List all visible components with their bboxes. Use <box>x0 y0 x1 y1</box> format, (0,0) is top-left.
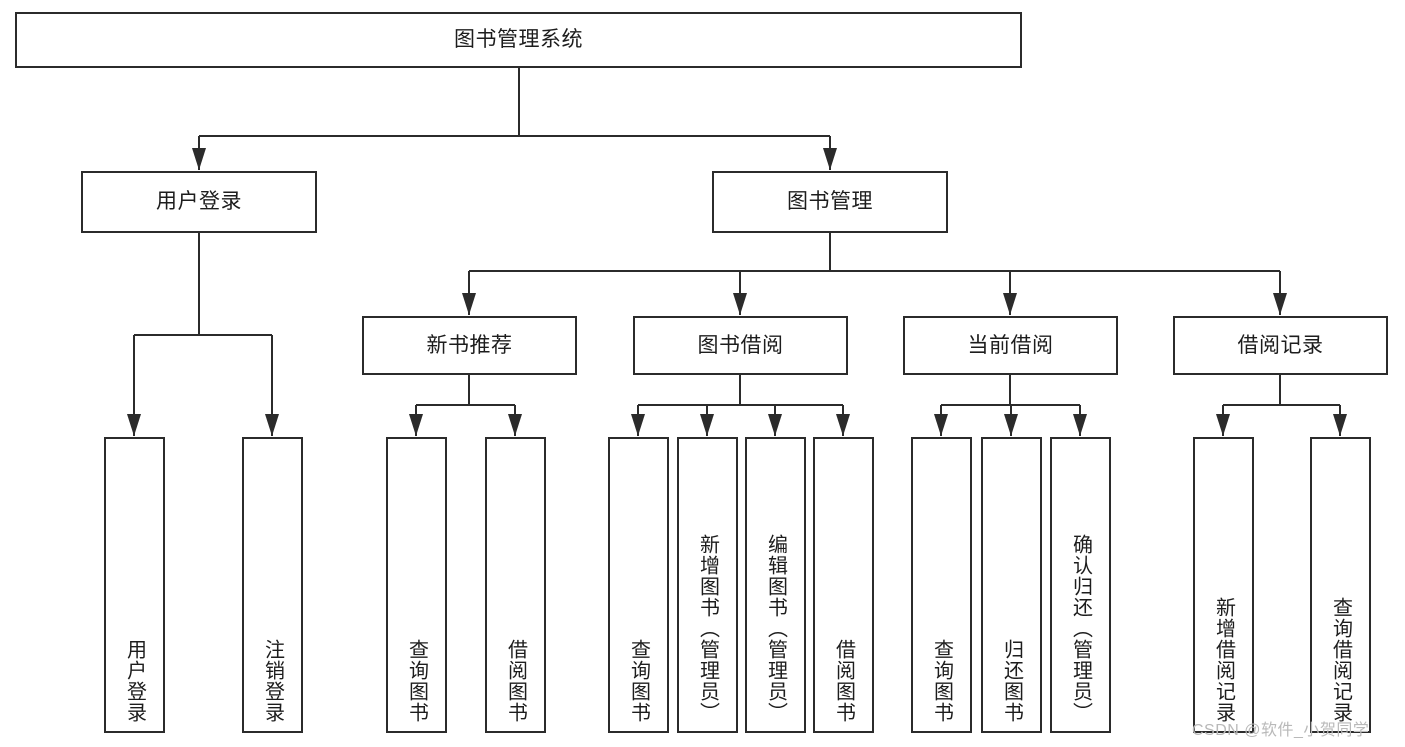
node-leaf-borrow-book-rec[interactable]: 借阅图书 <box>485 437 546 733</box>
node-leaf-return-book[interactable]: 归还图书 <box>981 437 1042 733</box>
node-leaf-add-record[interactable]: 新增借阅记录 <box>1193 437 1254 733</box>
node-label: 查询图书 <box>405 639 428 723</box>
node-current-borrow[interactable]: 当前借阅 <box>903 316 1118 375</box>
node-leaf-confirm-return[interactable]: 确认归还（管理员） <box>1050 437 1111 733</box>
node-label: 归还图书 <box>1000 639 1023 723</box>
node-user-login[interactable]: 用户登录 <box>81 171 317 233</box>
node-label: 借阅图书 <box>504 639 527 723</box>
node-leaf-user-login[interactable]: 用户登录 <box>104 437 165 733</box>
node-label: 图书管理系统 <box>454 28 583 52</box>
node-label: 新增借阅记录 <box>1212 597 1235 723</box>
node-label: 确认归还（管理员） <box>1069 534 1092 723</box>
node-leaf-query-book-borrow[interactable]: 查询图书 <box>608 437 669 733</box>
node-label: 新书推荐 <box>426 333 513 357</box>
node-label: 查询图书 <box>930 639 953 723</box>
node-label: 注销登录 <box>261 639 284 723</box>
node-root[interactable]: 图书管理系统 <box>15 12 1022 68</box>
node-leaf-query-record[interactable]: 查询借阅记录 <box>1310 437 1371 733</box>
node-label: 借阅图书 <box>832 639 855 723</box>
node-label: 用户登录 <box>123 639 146 723</box>
node-book-borrow[interactable]: 图书借阅 <box>633 316 848 375</box>
node-label: 查询借阅记录 <box>1329 597 1352 723</box>
watermark-label: CSDN @软件_小贺同学 <box>1192 722 1370 739</box>
node-label: 借阅记录 <box>1237 333 1324 357</box>
node-label: 当前借阅 <box>967 333 1054 357</box>
node-label: 查询图书 <box>627 639 650 723</box>
node-leaf-edit-book[interactable]: 编辑图书（管理员） <box>745 437 806 733</box>
node-label: 图书借阅 <box>697 333 784 357</box>
node-label: 用户登录 <box>156 190 242 214</box>
node-label: 新增图书（管理员） <box>696 534 719 723</box>
node-leaf-query-book-cur[interactable]: 查询图书 <box>911 437 972 733</box>
node-label: 编辑图书（管理员） <box>764 534 787 723</box>
node-leaf-add-book[interactable]: 新增图书（管理员） <box>677 437 738 733</box>
node-label: 图书管理 <box>787 190 873 214</box>
node-new-book-recommend[interactable]: 新书推荐 <box>362 316 577 375</box>
node-leaf-logout[interactable]: 注销登录 <box>242 437 303 733</box>
node-book-manage[interactable]: 图书管理 <box>712 171 948 233</box>
node-leaf-borrow-book[interactable]: 借阅图书 <box>813 437 874 733</box>
node-borrow-record[interactable]: 借阅记录 <box>1173 316 1388 375</box>
node-leaf-query-book-rec[interactable]: 查询图书 <box>386 437 447 733</box>
